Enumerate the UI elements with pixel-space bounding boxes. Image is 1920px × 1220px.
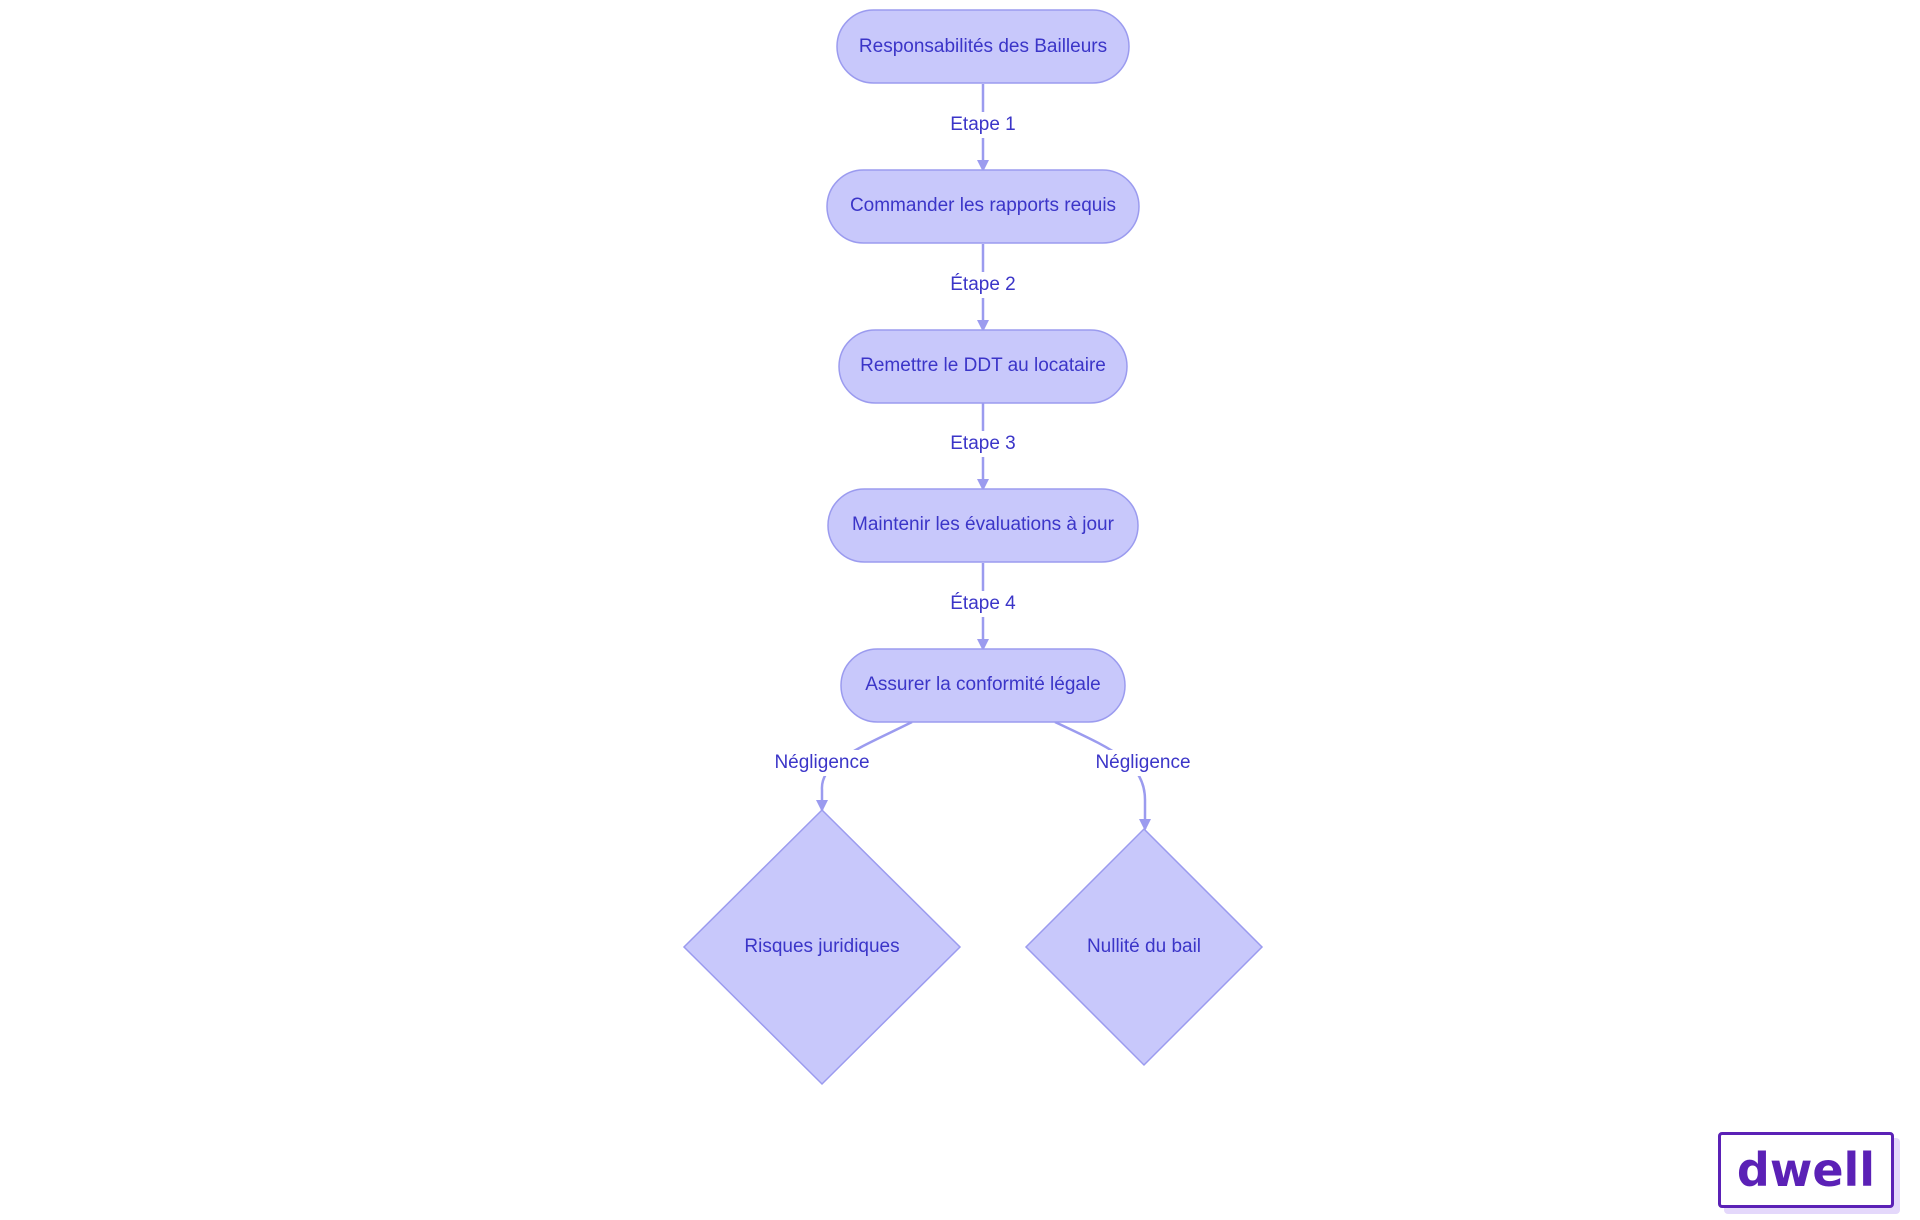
edge-label-step-3: Etape 3 bbox=[950, 433, 1016, 454]
node-nullite-bail: Nullité du bail bbox=[1024, 827, 1264, 1067]
node-assurer-conformite: Assurer la conformité légale bbox=[840, 648, 1126, 723]
edge-labels: Etape 1 Étape 2 Etape 3 Étape 4 Négligen… bbox=[772, 112, 1193, 776]
node-label: Commander les rapports requis bbox=[850, 195, 1116, 216]
dwell-logo: dwell bbox=[1718, 1132, 1894, 1208]
node-label: Nullité du bail bbox=[1087, 936, 1201, 957]
node-label: Remettre le DDT au locataire bbox=[860, 355, 1106, 376]
node-remettre-ddt: Remettre le DDT au locataire bbox=[838, 329, 1128, 404]
node-commander-rapports: Commander les rapports requis bbox=[826, 169, 1140, 244]
node-label: Risques juridiques bbox=[744, 936, 899, 957]
edge-label-step-2: Étape 2 bbox=[950, 274, 1016, 295]
edge-label-step-1: Etape 1 bbox=[950, 114, 1016, 135]
node-label: Assurer la conformité légale bbox=[865, 674, 1101, 695]
edge-label-negligence-left: Négligence bbox=[774, 752, 869, 773]
edge-label-negligence-right: Négligence bbox=[1095, 752, 1190, 773]
node-label: Responsabilités des Bailleurs bbox=[859, 36, 1107, 57]
node-risques-juridiques: Risques juridiques bbox=[682, 808, 962, 1086]
nodes: Responsabilités des Bailleurs Commander … bbox=[682, 9, 1264, 1086]
node-responsabilites-bailleurs: Responsabilités des Bailleurs bbox=[836, 9, 1130, 84]
node-label: Maintenir les évaluations à jour bbox=[852, 514, 1115, 535]
logo-text: dwell bbox=[1736, 1143, 1876, 1197]
edge-label-step-4: Étape 4 bbox=[950, 593, 1016, 614]
node-maintenir-evaluations: Maintenir les évaluations à jour bbox=[827, 488, 1139, 563]
